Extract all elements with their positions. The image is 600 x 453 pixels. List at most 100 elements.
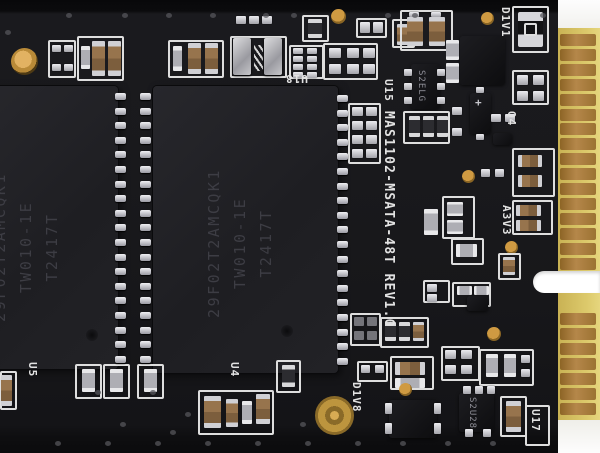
chip2-marking: 29F02T2AMCQK1 TW010-1E T2417T (201, 138, 279, 348)
gold-finger (560, 79, 596, 91)
chip-pin (337, 299, 348, 306)
silkscreen-label: Q4 (505, 111, 518, 127)
smd-capacitor (516, 220, 541, 231)
gold-finger (560, 403, 596, 415)
chip-pin (115, 239, 126, 246)
solder-pad (505, 114, 515, 122)
chip-pin (115, 283, 126, 290)
smd-resistor (385, 322, 396, 341)
solder-pad (363, 48, 375, 58)
ic-component (389, 400, 437, 438)
silkscreen-label: U5 (26, 362, 39, 378)
chip-pin (337, 343, 348, 350)
chip-pin (115, 195, 126, 202)
solder-pad (329, 48, 341, 58)
nand-flash-chip-1 (0, 86, 118, 369)
smd-capacitor (205, 43, 218, 74)
solder-pad (293, 64, 303, 70)
smd-capacitor (486, 354, 498, 377)
gold-finger (560, 123, 596, 135)
via-dot (540, 13, 546, 18)
solder-pad (445, 365, 456, 374)
gold-finger (560, 228, 596, 240)
smd-capacitor (407, 17, 423, 46)
via-dot (445, 441, 451, 446)
smd-capacitor (395, 378, 425, 388)
silkscreen-outline (276, 360, 301, 393)
pin1-dimple (86, 329, 98, 341)
via-dot (490, 441, 496, 446)
via-dot (155, 441, 161, 446)
gold-finger (560, 243, 596, 255)
silkscreen-outline (356, 18, 387, 38)
smd-capacitor (81, 46, 90, 69)
smd-capacitor (1, 375, 12, 406)
smd-resistor (282, 365, 295, 387)
chip-marking-line: TW010-1E (17, 200, 35, 294)
gold-finger (560, 34, 596, 46)
board-corner-cutout-bottom (558, 420, 600, 453)
inductor (264, 38, 282, 75)
via-dot (170, 430, 176, 435)
ic-marking: S2U28 (467, 397, 477, 430)
solder-pad (533, 75, 544, 85)
gold-finger (560, 343, 596, 355)
gold-finger (560, 313, 596, 325)
chip-pin (115, 224, 126, 231)
via-dot (305, 441, 311, 446)
smd-resistor (409, 116, 420, 137)
smd-capacitor (446, 40, 459, 60)
via-dot (255, 441, 261, 446)
chip-pin (115, 356, 126, 363)
diode (518, 12, 543, 47)
chip-pin (115, 181, 126, 188)
ic-component (460, 36, 505, 85)
solder-pad (236, 16, 246, 24)
chip-pin (337, 314, 348, 321)
via-dot (150, 390, 156, 395)
chip-pin (337, 256, 348, 263)
chip-pin (337, 212, 348, 219)
chip1-marking: 29F02T2AMCQK1 TW010-1E T2417T (0, 142, 65, 352)
solder-pad (427, 284, 437, 292)
solder-pad (521, 369, 530, 377)
solder-pad (404, 97, 412, 104)
smd-capacitor (144, 369, 157, 392)
chip-pin (337, 270, 348, 277)
solder-pad (347, 64, 359, 74)
solder-pad (476, 87, 484, 93)
solder-pad (354, 331, 364, 340)
via (487, 327, 501, 341)
chip-pin (140, 356, 151, 363)
solder-pad (404, 83, 412, 90)
smd-capacitor (256, 394, 270, 424)
smd-capacitor (82, 369, 95, 392)
gold-finger (560, 138, 596, 150)
silkscreen-outline (323, 43, 378, 80)
silkscreen-outline (423, 280, 450, 303)
silkscreen-outline (77, 36, 124, 81)
solder-pad (307, 72, 317, 78)
chip-pin (337, 139, 348, 146)
via-dot (263, 13, 269, 18)
solder-pad (452, 107, 462, 115)
chip-pin (115, 210, 126, 217)
silkscreen-outline (198, 390, 274, 435)
silkscreen-outline (357, 361, 388, 382)
via-dot (210, 13, 216, 18)
via-dot (300, 422, 306, 427)
gold-finger (560, 358, 596, 370)
silkscreen-outline (479, 349, 534, 386)
ic-component (411, 64, 440, 109)
smd-capacitor (429, 17, 445, 46)
solder-pad (452, 128, 462, 136)
chip-pin (337, 168, 348, 175)
smd-capacitor (456, 244, 477, 257)
chip-pin (140, 137, 151, 144)
solder-pad (476, 134, 484, 140)
smd-capacitor (516, 205, 541, 216)
silkscreen-outline (525, 405, 550, 446)
ic-marking: + (475, 96, 483, 109)
gold-finger (560, 49, 596, 61)
chip-pin (337, 95, 348, 102)
